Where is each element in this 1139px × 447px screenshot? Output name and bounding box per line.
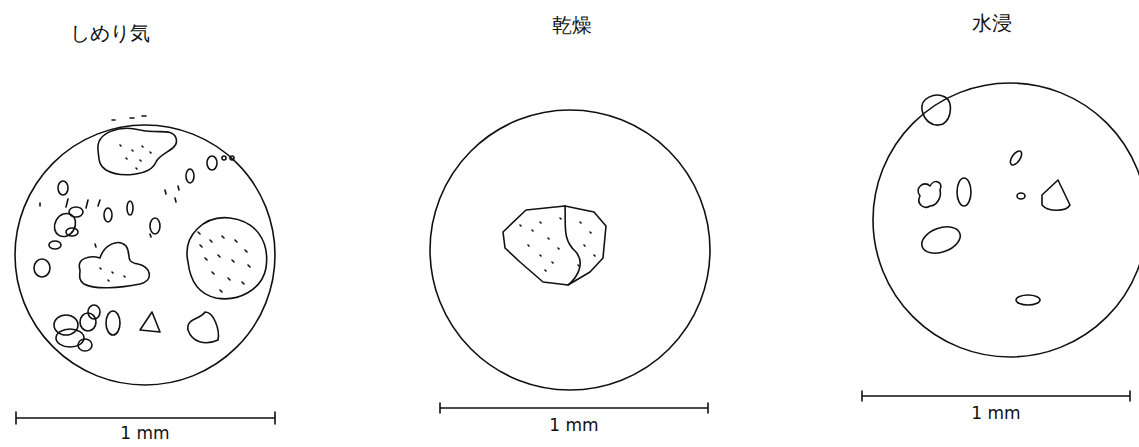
particles-wet bbox=[918, 95, 1070, 305]
field-circle bbox=[430, 110, 710, 390]
field-circle bbox=[873, 83, 1139, 357]
field-circle bbox=[15, 125, 275, 385]
view-title: しめり気 bbox=[70, 22, 150, 44]
particle-dry bbox=[503, 206, 606, 285]
view-title: 水浸 bbox=[972, 12, 1012, 34]
scale-label: 1 mm bbox=[120, 424, 169, 443]
scale-label: 1 mm bbox=[549, 416, 598, 435]
particles-moist bbox=[34, 116, 267, 351]
scale-label: 1 mm bbox=[971, 404, 1020, 423]
view-title: 乾燥 bbox=[552, 14, 592, 36]
